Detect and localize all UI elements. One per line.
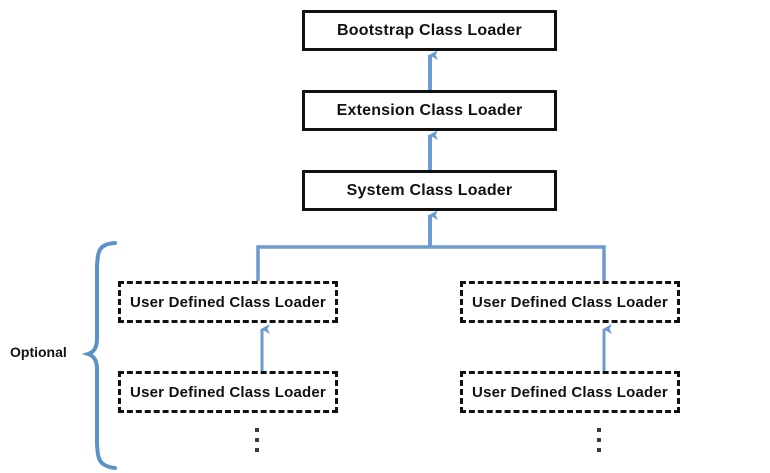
- vertical-ellipsis-icon-left: [255, 428, 259, 452]
- node-label: User Defined Class Loader: [130, 293, 326, 311]
- node-label: System Class Loader: [346, 181, 513, 199]
- node-label: User Defined Class Loader: [472, 383, 668, 401]
- optional-label: Optional: [10, 344, 67, 360]
- node-system-class-loader: System Class Loader: [302, 170, 557, 211]
- node-extension-class-loader: Extension Class Loader: [302, 90, 557, 131]
- node-label: Bootstrap Class Loader: [337, 21, 522, 39]
- node-user-defined-right-upper: User Defined Class Loader: [460, 281, 680, 323]
- optional-brace: [81, 241, 117, 470]
- node-label: User Defined Class Loader: [130, 383, 326, 401]
- vertical-ellipsis-icon-right: [597, 428, 601, 452]
- node-label: Extension Class Loader: [336, 101, 523, 119]
- node-user-defined-right-lower: User Defined Class Loader: [460, 371, 680, 413]
- node-user-defined-left-lower: User Defined Class Loader: [118, 371, 338, 413]
- connector-bus: [256, 245, 606, 281]
- node-bootstrap-class-loader: Bootstrap Class Loader: [302, 10, 557, 51]
- node-label: User Defined Class Loader: [472, 293, 668, 311]
- node-user-defined-left-upper: User Defined Class Loader: [118, 281, 338, 323]
